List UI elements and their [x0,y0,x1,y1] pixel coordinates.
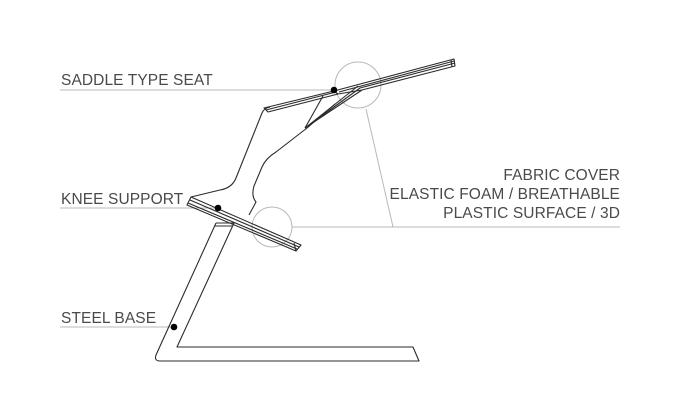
marker-knee-support [214,204,222,212]
label-materials: FABRIC COVER ELASTIC FOAM / BREATHABLE P… [390,166,620,223]
leader-materials-diagonal [365,108,394,228]
marker-saddle-seat [330,86,338,94]
label-plastic-surface: PLASTIC SURFACE / 3D [443,205,620,222]
label-knee-support: KNEE SUPPORT [61,191,184,208]
seat-strut-front [304,95,324,129]
markers [170,86,338,331]
seat-layer-2 [359,62,456,89]
knee-pad-end-cap [293,242,297,252]
label-fabric-cover: FABRIC COVER [503,167,620,184]
chair-outline [154,58,456,362]
label-steel-base: STEEL BASE [61,310,157,327]
seat-strut-back-1 [304,85,359,129]
seat-end-cap [450,59,453,68]
knee-pad-layer-1 [189,199,300,248]
marker-steel-base [170,323,178,331]
label-saddle-type-seat: SADDLE TYPE SEAT [61,72,213,89]
support-frame [190,106,271,198]
seat-layer-1 [338,60,455,93]
seat-main [333,58,456,95]
knee-pad-layer-2 [187,202,298,250]
seat-strut-back-3 [307,87,361,127]
seat-front-layer [265,91,337,111]
support-frame-inner [248,103,336,216]
label-elastic-foam: ELASTIC FOAM / BREATHABLE [389,186,620,203]
steel-base-frame [154,222,420,362]
